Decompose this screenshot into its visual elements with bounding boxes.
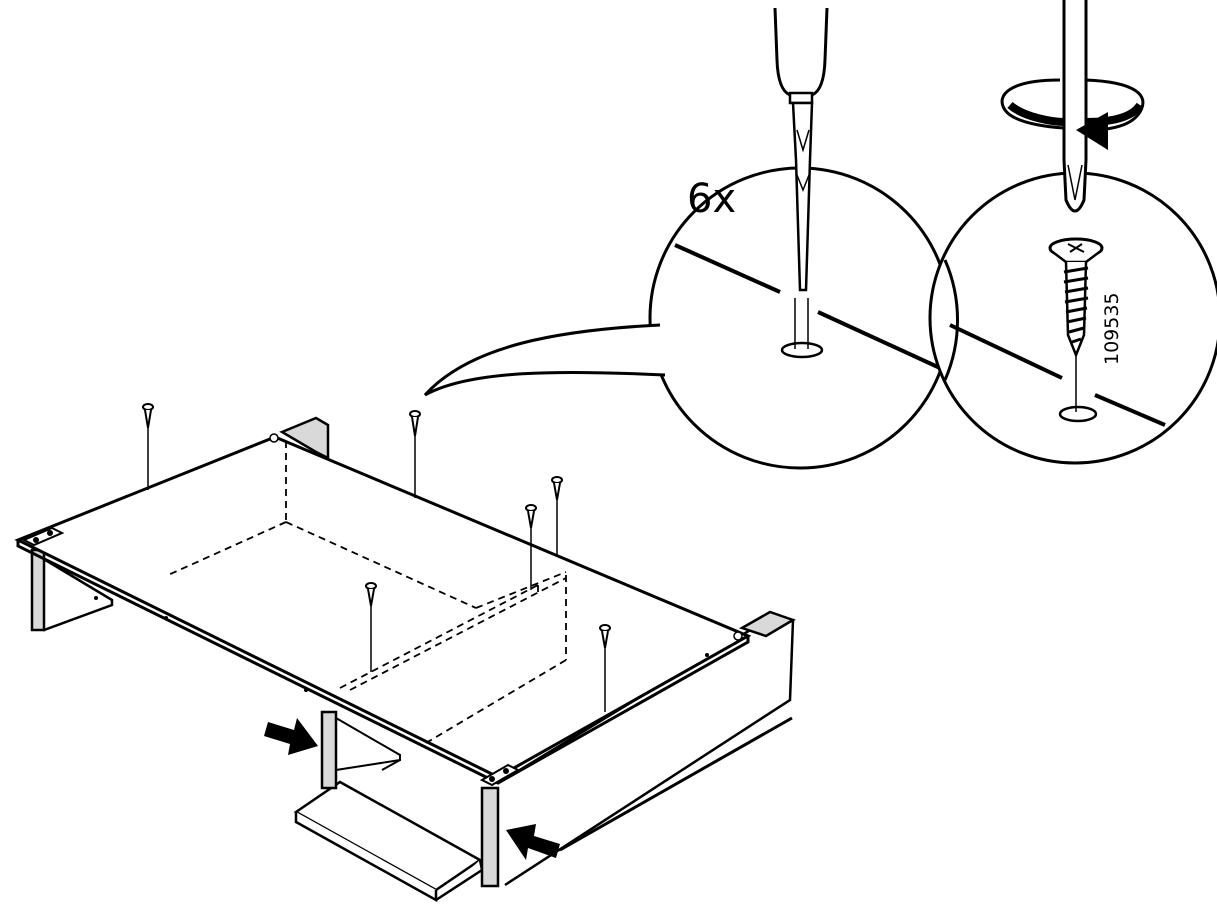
arrow-icon	[264, 718, 318, 755]
callout-detail-pilot-hole	[423, 7, 952, 470]
quantity-label: 6x	[687, 176, 736, 222]
furniture-assembly	[14, 403, 796, 903]
awl-icon	[773, 7, 829, 292]
arrow-icon	[506, 824, 560, 860]
part-number-label: 109535	[1101, 292, 1123, 365]
divider-panel	[320, 710, 401, 790]
screw-icon	[551, 476, 563, 556]
screws	[142, 403, 611, 712]
screw-icon	[409, 410, 421, 498]
pilot-hole-icon	[780, 341, 824, 359]
left-panel-edge	[30, 548, 46, 632]
rotation-arrow-icon	[1000, 78, 1145, 150]
callout-tail	[423, 323, 666, 397]
screw-icon	[1048, 237, 1104, 359]
bottom-shelf-board	[293, 780, 484, 903]
callout-detail-screwing: 109535	[928, 0, 1217, 465]
hidden-edges	[165, 441, 567, 744]
top-panel	[14, 433, 752, 787]
screw-icon	[525, 504, 537, 590]
right-panel-edge	[480, 786, 500, 888]
left-side-panel	[30, 548, 114, 632]
screw-icon	[142, 403, 154, 490]
screwdriver-icon	[1062, 0, 1088, 213]
right-side-panel	[480, 610, 796, 888]
screw-icon	[599, 624, 611, 712]
floor-line	[559, 716, 793, 852]
screw-icon	[365, 582, 377, 672]
